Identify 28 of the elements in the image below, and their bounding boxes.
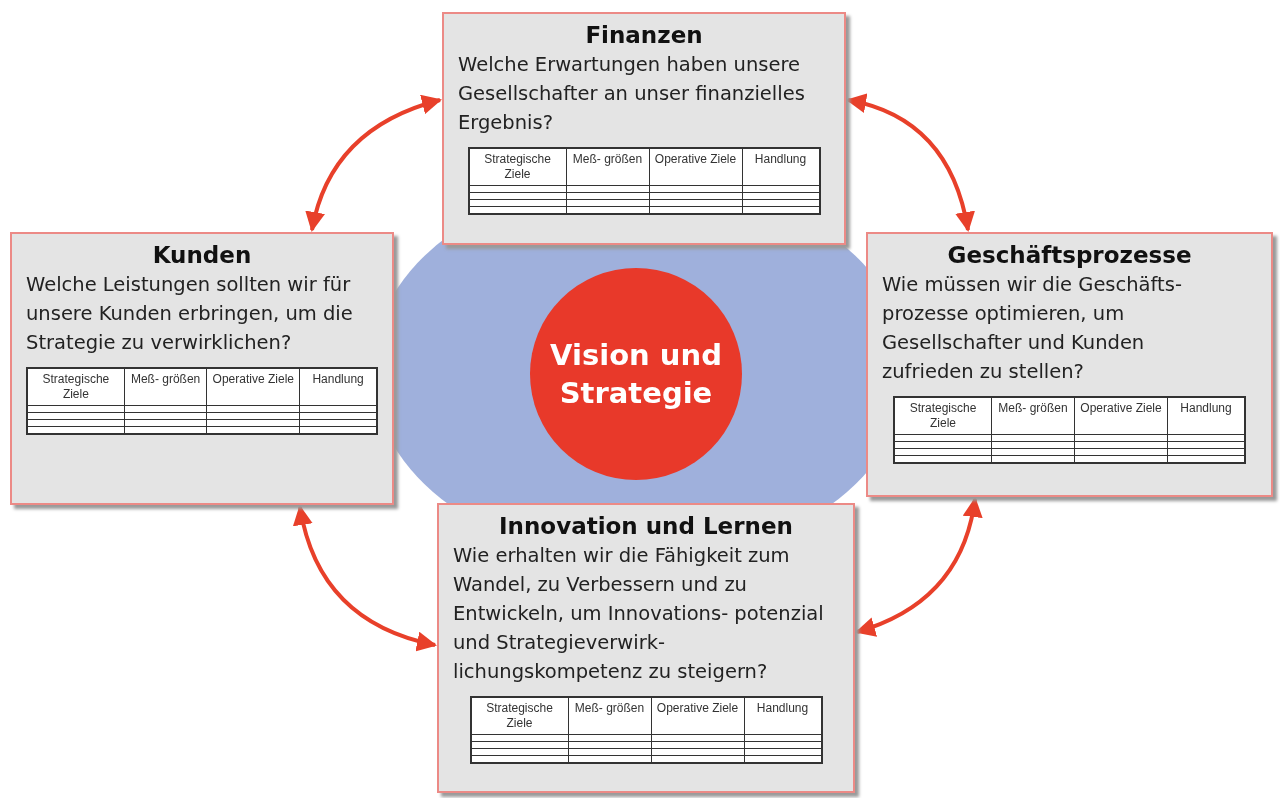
perspective-card bbox=[10, 232, 394, 505]
column-header: Operative Ziele bbox=[649, 148, 742, 186]
perspective-card bbox=[437, 503, 855, 793]
card-title: Innovation und Lernen bbox=[498, 512, 794, 541]
perspective-card bbox=[442, 12, 846, 245]
column-header: Operative Ziele bbox=[1074, 397, 1168, 435]
double-arrow bbox=[306, 95, 442, 232]
double-arrow bbox=[846, 94, 975, 232]
column-header: Strategische Ziele bbox=[470, 697, 568, 735]
card-title: Geschäftsprozesse bbox=[946, 241, 1193, 270]
column-header: Meß- größen bbox=[991, 397, 1075, 435]
column-header: Strategische Ziele bbox=[894, 397, 992, 435]
column-header: Meß- größen bbox=[124, 368, 207, 406]
card-title: Finanzen bbox=[584, 21, 704, 50]
question-text: Wie erhalten wir die Fähigkeit zum Wandel, zu Verbessern und zu Entwickeln, um Innovations- potenzial und Strategieverwirk- lichungskompetenz zu steigern? bbox=[453, 543, 825, 685]
double-arrow bbox=[855, 497, 982, 636]
question-text: Wie müssen wir die Geschäfts- prozesse optimieren, um Gesellschafter und Kunden zufrieden zu stellen? bbox=[882, 272, 1183, 385]
perspective-card bbox=[866, 232, 1273, 497]
column-header: Meß- größen bbox=[568, 697, 651, 735]
column-header: Meß- größen bbox=[566, 148, 649, 186]
column-header: Strategische Ziele bbox=[468, 148, 566, 186]
card-title: Kunden bbox=[151, 241, 253, 270]
question-text: Welche Erwartungen haben unsere Gesellschafter an unser finanzielles Ergebnis? bbox=[458, 52, 806, 136]
double-arrow bbox=[293, 505, 437, 651]
question-text: Welche Leistungen sollten wir für unsere Kunden erbringen, um die Strategie zu verwirklichen? bbox=[26, 272, 354, 356]
column-header: Operative Ziele bbox=[206, 368, 300, 406]
column-header: Operative Ziele bbox=[651, 697, 744, 735]
column-header: Strategische Ziele bbox=[27, 368, 125, 406]
